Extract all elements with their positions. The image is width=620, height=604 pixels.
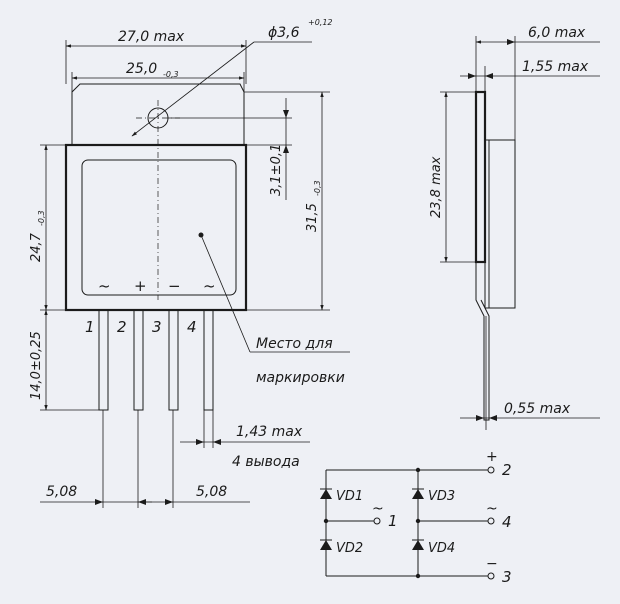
pin-number-3: 3 (152, 318, 162, 336)
diode-vd4-label: VD4 (428, 541, 455, 556)
dim-hole-dia-tol: +0,12 (308, 18, 333, 27)
terminal-ac1-sign: ~ (372, 501, 384, 517)
lead-1 (98, 309, 109, 411)
marking-area (81, 159, 237, 296)
side-body (484, 139, 516, 309)
pin-symbol-4: ~ (203, 277, 216, 295)
lead-4 (203, 309, 214, 411)
side-view: 6,0 max 1,55 max 23,8 max 0,55 max (429, 25, 600, 430)
package-body (64, 143, 248, 312)
diode-vd2-label: VD2 (336, 541, 363, 556)
dim-height-total-tol: -0,3 (313, 180, 322, 196)
terminal-minus-sign: − (486, 556, 498, 572)
diode-vd1-label: VD1 (336, 489, 363, 504)
side-lead (475, 262, 490, 421)
terminal-plus (487, 466, 495, 474)
arrowhead (507, 39, 515, 45)
pin-number-1: 1 (85, 318, 95, 336)
dim-hole-leader (131, 41, 255, 137)
dim-lead-note: 4 вывода (232, 454, 300, 470)
dim-width-overall: 27,0 max (118, 29, 185, 45)
arrowhead (165, 499, 173, 505)
arrowhead (213, 439, 221, 445)
pin-symbol-1: ~ (98, 277, 111, 295)
dim-flange: 1,55 max (522, 59, 589, 75)
dim-hole-offset: 3,1±0,1 (269, 144, 284, 196)
terminal-ac2 (487, 517, 495, 525)
terminal-ac2-num: 4 (502, 513, 512, 531)
diode-vd4 (412, 539, 424, 550)
terminal-minus (487, 572, 495, 580)
arrowhead (283, 145, 289, 153)
dim-thickness: 6,0 max (528, 25, 586, 41)
arrowhead (283, 110, 289, 118)
marking-label-line2: маркировки (256, 370, 345, 386)
pin-number-4: 4 (187, 318, 197, 336)
dim-width-body: 25,0 (126, 61, 157, 77)
diode-vd1 (320, 488, 332, 499)
terminal-ac1-num: 1 (388, 512, 398, 530)
dim-height-body-tol: -0,3 (37, 210, 46, 226)
dim-width-body-tol: -0,3 (163, 70, 179, 79)
dim-height-total: 31,5 (305, 203, 320, 232)
arrowhead (196, 439, 204, 445)
pin-symbol-3: − (168, 277, 181, 295)
dim-pitch-right: 5,08 (196, 484, 227, 500)
pin-number-2: 2 (117, 318, 127, 336)
terminal-ac2-sign: ~ (486, 501, 498, 517)
terminal-plus-sign: + (486, 449, 498, 465)
mounting-tab (71, 83, 245, 145)
dim-height-body: 24,7 (29, 232, 44, 262)
diode-vd3 (412, 488, 424, 499)
junction (415, 467, 421, 473)
arrowhead (489, 415, 497, 421)
arrowhead (468, 73, 476, 79)
lead-3 (168, 309, 179, 411)
dim-height: 23,8 max (429, 156, 444, 218)
arrowhead (485, 73, 493, 79)
pin-symbol-2: + (134, 277, 147, 295)
marking-label-line1: Место для (256, 336, 333, 352)
marking-leader (200, 234, 251, 353)
bridge-schematic: VD1 VD2 VD3 VD4 + 2 ~ 1 ~ 4 − 3 (320, 449, 512, 586)
terminal-plus-num: 2 (502, 461, 512, 479)
dim-lead-width: 1,43 max (236, 424, 303, 440)
terminal-minus-num: 3 (502, 568, 512, 586)
side-flange (474, 90, 487, 264)
diode-vd2 (320, 539, 332, 550)
dim-hole-dia: ϕ3,6 (268, 25, 300, 41)
diode-vd3-label: VD3 (428, 489, 455, 504)
terminal-ac1 (373, 517, 381, 525)
dim-lead-thickness: 0,55 max (504, 401, 571, 417)
front-view: ~ + − ~ 1 2 3 4 Место для маркировки 27,… (29, 18, 350, 508)
dim-pitch-left: 5,08 (46, 484, 77, 500)
arrowhead (95, 499, 103, 505)
arrowhead (476, 415, 484, 421)
junction (415, 573, 421, 579)
dim-lead-length: 14,0±0,25 (29, 331, 44, 400)
lead-2 (133, 309, 144, 411)
